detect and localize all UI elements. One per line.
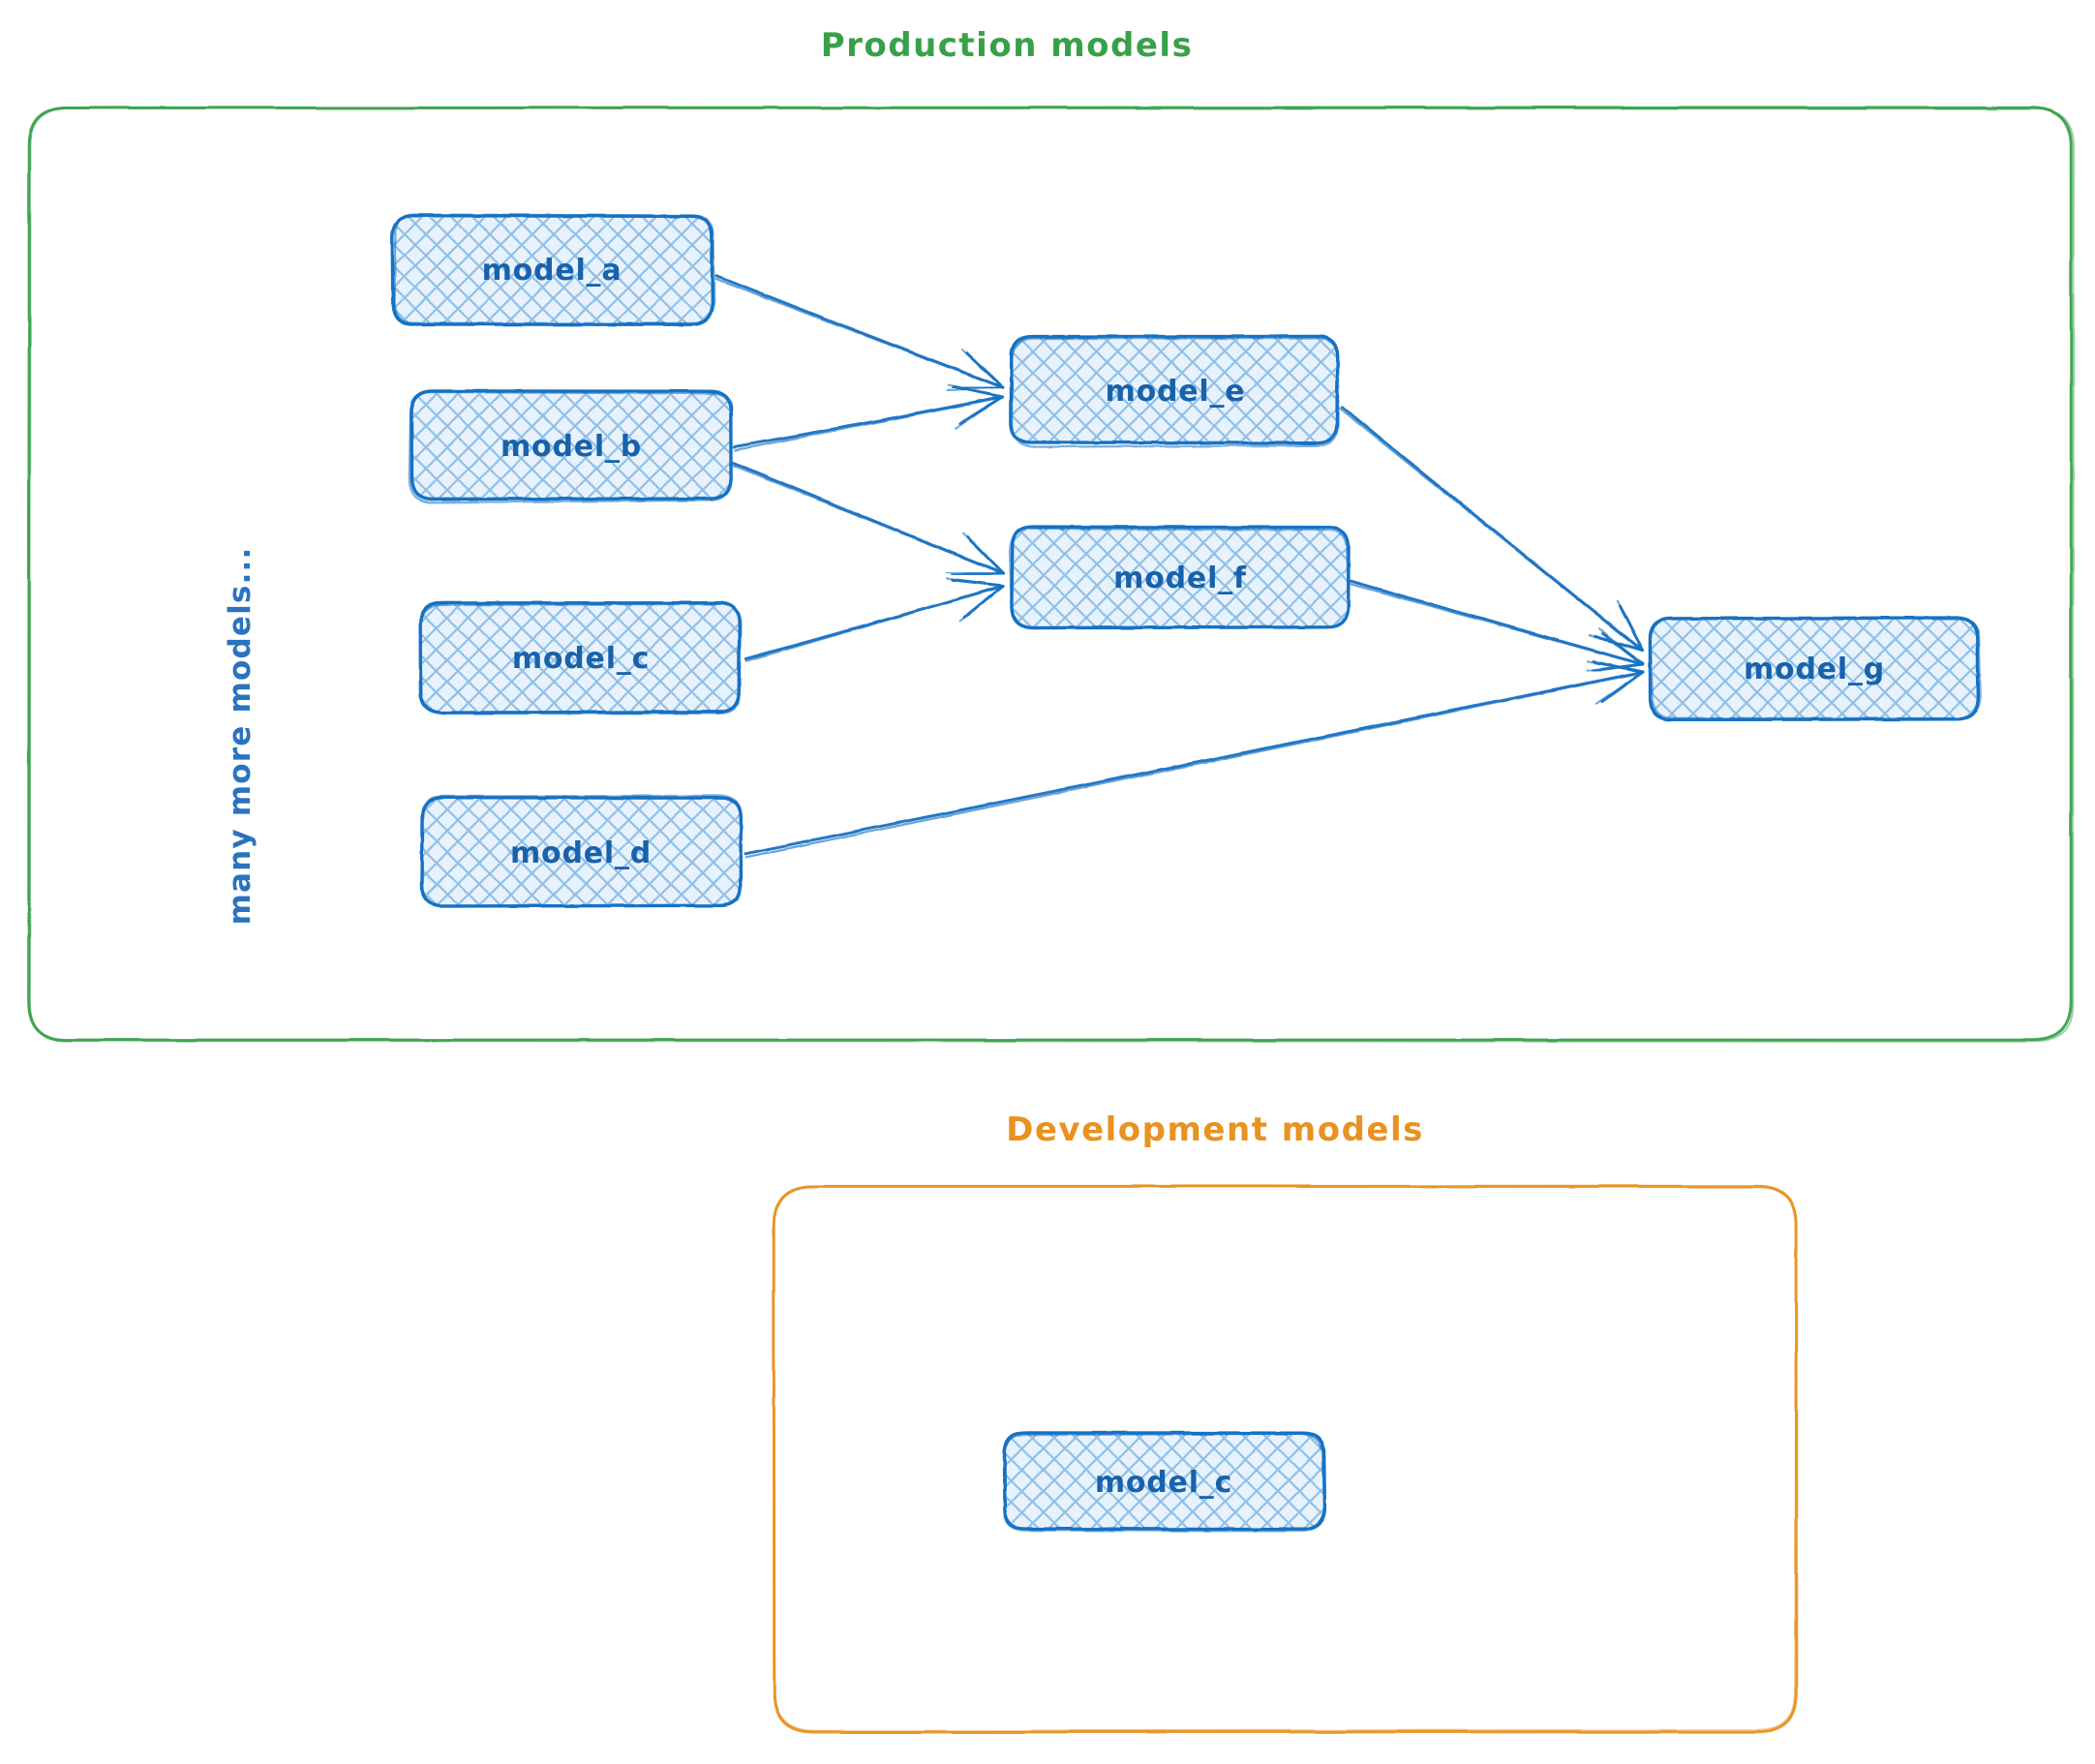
edge-arrowhead bbox=[1598, 627, 1645, 666]
edge-shaft bbox=[732, 464, 1004, 575]
node-border bbox=[392, 213, 716, 325]
node-fill bbox=[392, 215, 712, 323]
node-label: model_d bbox=[510, 836, 652, 870]
group-containers bbox=[27, 106, 2076, 1734]
edge-arrowhead bbox=[960, 348, 1005, 389]
node-fill bbox=[1004, 1433, 1323, 1530]
edge-arrowhead bbox=[958, 584, 1005, 623]
edge-d-g bbox=[744, 660, 1645, 859]
node-border bbox=[418, 602, 743, 715]
node-label: model_c bbox=[512, 642, 650, 676]
edge-f-g bbox=[1349, 579, 1645, 673]
group-border bbox=[773, 1185, 1797, 1732]
node-fill bbox=[421, 798, 741, 906]
edge-arrowhead bbox=[945, 385, 1005, 392]
node-border bbox=[1008, 527, 1351, 629]
group-development bbox=[772, 1184, 1798, 1734]
node-border bbox=[1011, 337, 1340, 448]
node-model_b[interactable]: model_b bbox=[408, 389, 733, 503]
node-model_d[interactable]: model_d bbox=[419, 794, 744, 908]
node-fill bbox=[1012, 527, 1349, 627]
edge-arrowhead bbox=[946, 577, 1005, 588]
edge-shaft bbox=[714, 277, 1004, 389]
group-border bbox=[27, 106, 2073, 1042]
edge-arrowhead bbox=[1616, 599, 1645, 653]
nodes: model_a model_b model_c model_d model_emodel… bbox=[390, 213, 1982, 1533]
edges bbox=[714, 274, 1645, 859]
node-fill bbox=[411, 391, 731, 500]
node-border bbox=[1003, 1432, 1326, 1533]
node-dev_model_c[interactable]: model_c bbox=[1002, 1431, 1327, 1533]
node-label: model_g bbox=[1744, 653, 1885, 686]
node-label: model_c bbox=[1095, 1466, 1232, 1500]
edge-arrowhead bbox=[947, 384, 1005, 399]
node-label: model_f bbox=[1113, 562, 1247, 595]
edge-c-f bbox=[744, 577, 1005, 662]
edge-b-e bbox=[732, 384, 1005, 452]
group-title-development: Development models bbox=[1006, 1110, 1424, 1149]
edge-a-e bbox=[714, 274, 1005, 392]
node-border bbox=[408, 390, 733, 503]
node-label: model_b bbox=[501, 430, 642, 464]
edge-arrowhead bbox=[945, 571, 1005, 575]
group-title-production: Production models bbox=[821, 26, 1194, 65]
node-fill bbox=[1012, 337, 1339, 443]
node-model_f[interactable]: model_f bbox=[1008, 525, 1351, 630]
node-fill bbox=[1651, 618, 1978, 718]
edge-arrowhead bbox=[1594, 670, 1645, 705]
node-model_a[interactable]: model_a bbox=[390, 213, 716, 326]
node-border bbox=[390, 213, 714, 326]
node-label: model_e bbox=[1106, 375, 1246, 409]
node-border bbox=[419, 794, 743, 908]
edge-shaft bbox=[744, 671, 1645, 859]
edge-arrowhead bbox=[955, 395, 1005, 430]
node-model_g[interactable]: model_g bbox=[1648, 616, 1982, 722]
side-label-many-more-models: many more models... bbox=[223, 546, 258, 925]
edge-shaft bbox=[733, 396, 1005, 452]
group-border bbox=[28, 106, 2076, 1043]
node-model_c[interactable]: model_c bbox=[418, 600, 743, 715]
node-label: model_a bbox=[482, 254, 622, 288]
node-border bbox=[1649, 617, 1982, 720]
edge-shaft bbox=[1338, 407, 1644, 653]
edge-b-f bbox=[732, 461, 1005, 577]
edge-arrowhead bbox=[1586, 660, 1645, 674]
edge-shaft bbox=[744, 585, 1005, 662]
node-fill bbox=[421, 603, 741, 712]
node-model_e[interactable]: model_e bbox=[1009, 334, 1340, 448]
group-production bbox=[27, 106, 2076, 1043]
edge-e-g bbox=[1338, 405, 1645, 653]
edge-arrowhead bbox=[961, 532, 1005, 575]
edge-shaft bbox=[1349, 582, 1644, 666]
